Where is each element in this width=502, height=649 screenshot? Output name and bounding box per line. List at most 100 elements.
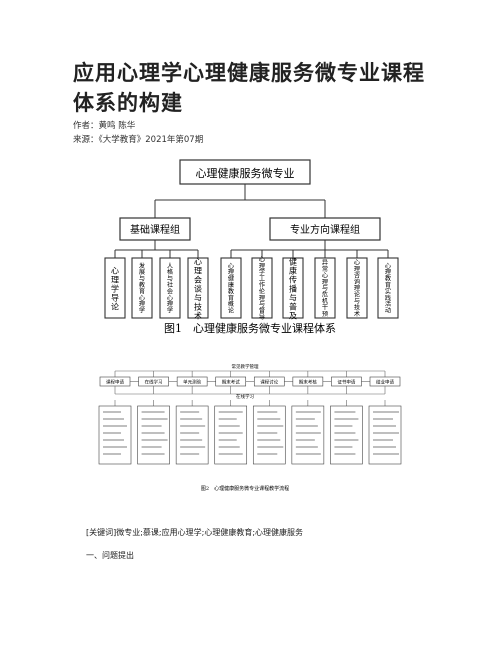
svg-text:督: 督: [259, 307, 265, 315]
svg-text:理: 理: [259, 295, 265, 302]
svg-text:会: 会: [167, 287, 173, 295]
svg-text:活: 活: [385, 300, 391, 308]
svg-text:心: 心: [385, 263, 391, 270]
stage-detail-3: [214, 400, 248, 465]
stage-detail-0: [98, 400, 132, 465]
stage-label-4: 课程讨论: [260, 379, 278, 386]
stage-detail-4: [252, 400, 286, 465]
svg-text:育: 育: [139, 287, 145, 295]
stage-label-1: 在线学习: [145, 379, 163, 386]
svg-text:学: 学: [167, 307, 173, 315]
stage-list: 课程申请在线学习单元测验期末考试课程讨论期末考核证书申请结业申请: [99, 371, 401, 394]
major-group-label: 专业方向课程组: [290, 223, 360, 236]
svg-text:术: 术: [194, 311, 202, 321]
svg-text:技: 技: [194, 302, 202, 312]
svg-text:传: 传: [289, 275, 297, 285]
svg-text:干: 干: [322, 304, 328, 311]
stage-6: 证书申请: [331, 371, 370, 394]
svg-text:普: 普: [289, 302, 297, 312]
root-label: 心理健康服务微专业: [196, 166, 295, 180]
svg-text:谈: 谈: [194, 284, 202, 294]
svg-text:与: 与: [322, 284, 328, 292]
svg-text:理: 理: [194, 267, 202, 276]
svg-text:教: 教: [139, 281, 145, 289]
root-box: [179, 159, 311, 185]
svg-text:理: 理: [385, 269, 391, 276]
stage-1: 在线学习: [138, 371, 178, 394]
keywords: [关键词]微专业;慕课;应用心理学;心理健康教育;心理健康服务: [86, 528, 304, 537]
svg-text:践: 践: [385, 294, 391, 302]
svg-text:心: 心: [111, 267, 119, 276]
svg-text:理: 理: [228, 269, 234, 276]
stage-label-7: 结业申请: [376, 379, 394, 386]
stage-2: 单元测验: [176, 371, 216, 394]
svg-text:学: 学: [259, 268, 265, 276]
svg-text:异: 异: [322, 260, 328, 267]
stage-label-5: 期末考核: [299, 379, 317, 386]
svg-text:人: 人: [167, 263, 173, 270]
figure-2-caption: 图2 心理健康服务微专业课程教学流程: [201, 485, 289, 492]
svg-text:心: 心: [167, 295, 173, 302]
svg-text:与: 与: [167, 275, 173, 283]
svg-text:健: 健: [289, 257, 297, 267]
stage-detail-1: [137, 400, 170, 465]
svg-text:实: 实: [385, 287, 391, 295]
stage-5: 期末考核: [292, 371, 332, 394]
svg-text:学: 学: [111, 284, 119, 294]
svg-text:理: 理: [354, 266, 360, 273]
svg-text:育: 育: [228, 294, 234, 302]
svg-text:社: 社: [167, 281, 173, 289]
svg-text:康: 康: [228, 281, 234, 289]
stage-detail-5: [291, 400, 325, 465]
svg-text:及: 及: [289, 312, 297, 321]
svg-text:心: 心: [259, 256, 265, 263]
svg-text:与: 与: [354, 297, 360, 305]
svg-text:论: 论: [111, 302, 119, 312]
svg-text:康: 康: [289, 266, 297, 276]
svg-text:学: 学: [139, 307, 145, 315]
svg-text:心: 心: [194, 258, 202, 267]
svg-text:与: 与: [289, 294, 297, 303]
svg-text:心: 心: [139, 295, 145, 302]
stage-label-3: 期末考试: [222, 379, 240, 386]
svg-text:心: 心: [322, 272, 328, 279]
svg-text:与: 与: [139, 275, 145, 283]
stage-detail-6: [330, 400, 363, 465]
top-label: 常见教学管理: [232, 363, 259, 370]
svg-text:询: 询: [354, 278, 360, 286]
svg-text:播: 播: [289, 284, 297, 294]
stage-detail-7: [368, 400, 402, 465]
figure-2-teaching-flow-diagram: 常见教学管理 课程申请在线学习单元测验期末考试课程讨论期末考核证书申请结业申请 …: [98, 363, 402, 492]
svg-text:工: 工: [259, 276, 265, 283]
svg-text:理: 理: [322, 279, 328, 286]
svg-text:教: 教: [385, 275, 391, 283]
svg-text:常: 常: [322, 265, 328, 273]
basic-group-label: 基础课程组: [130, 223, 180, 236]
stage-7: 结业申请: [369, 371, 401, 394]
svg-text:作: 作: [259, 281, 265, 289]
svg-text:论: 论: [228, 307, 235, 315]
major-course-list: 心理健康教育概论心理学工作伦理与督导健康传播与普及异常心理与危机干预心理咨询理论…: [220, 250, 399, 321]
stage-detail-list: [98, 400, 402, 465]
svg-text:理: 理: [111, 276, 119, 285]
figure-1-curriculum-diagram: 心理健康服务微专业 基础课程组 专业方向课程组 心理学导论发展与教育心理学人格与…: [104, 159, 399, 335]
svg-text:会: 会: [194, 275, 202, 285]
svg-text:概: 概: [228, 300, 234, 308]
middle-label: 在线学习: [236, 393, 254, 400]
svg-text:机: 机: [322, 297, 329, 305]
stage-label-6: 证书申请: [337, 379, 355, 386]
svg-text:理: 理: [167, 301, 173, 308]
svg-text:技: 技: [354, 303, 360, 311]
svg-text:论: 论: [354, 291, 361, 299]
svg-text:育: 育: [385, 281, 391, 289]
authors-line: 作者：黄鸣 陈华: [73, 121, 136, 131]
svg-text:咨: 咨: [354, 271, 360, 279]
